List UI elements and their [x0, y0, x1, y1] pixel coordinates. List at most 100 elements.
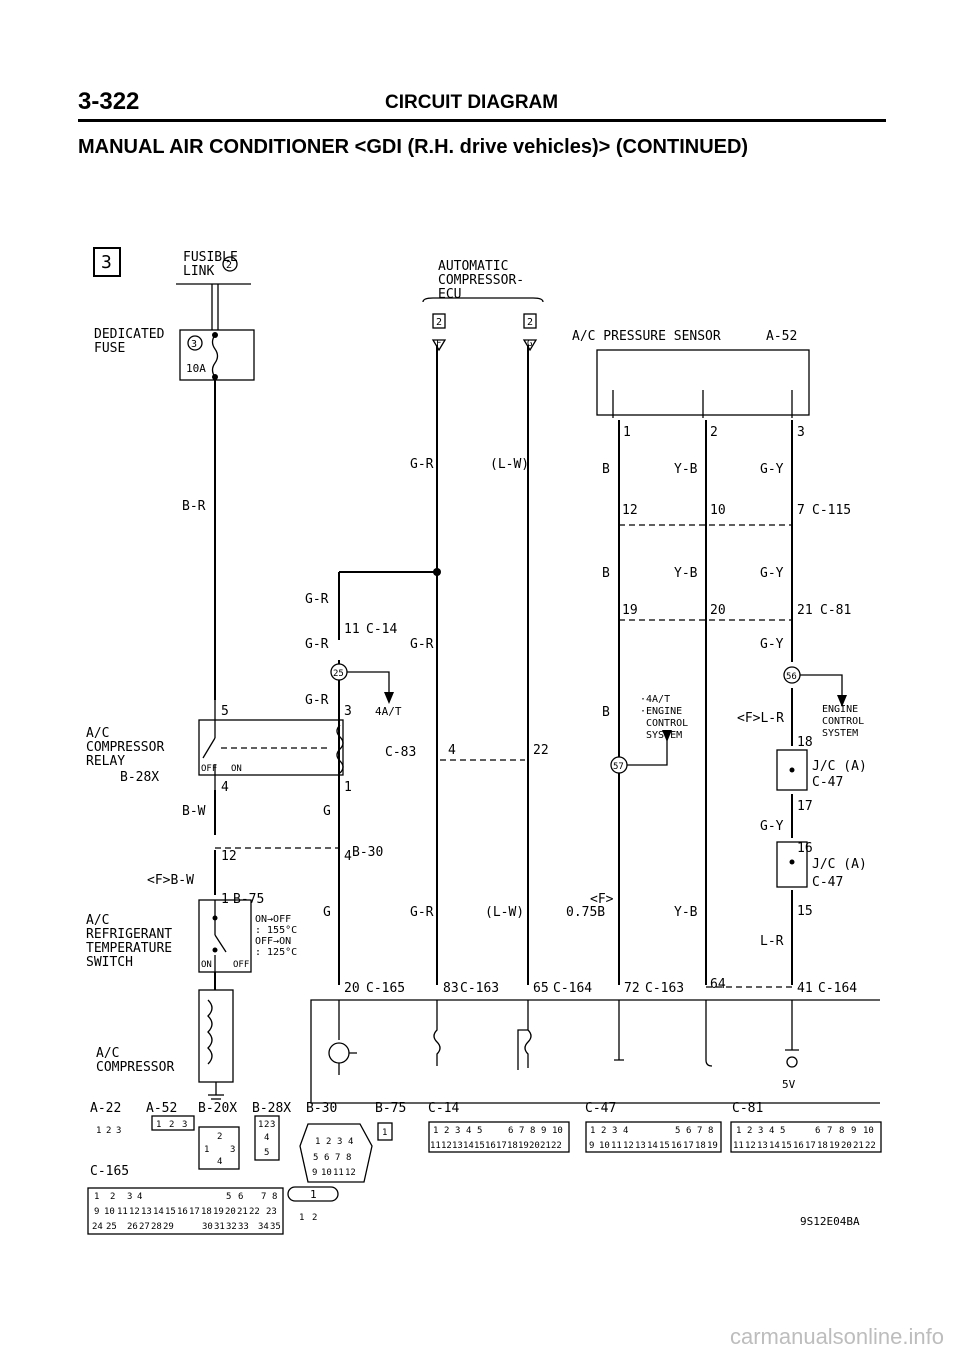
wire-color-f: <F> — [590, 892, 614, 907]
legend-c165-row1: 4 — [137, 1192, 142, 1202]
legend-c165-row3: 25 — [106, 1222, 117, 1232]
legend-b28x: B-28X — [252, 1101, 291, 1116]
pin-41: 41 — [797, 981, 813, 996]
switch-label-1: A/C — [86, 913, 109, 928]
legend-c47-row2: 16 — [671, 1141, 682, 1151]
pin-64: 64 — [710, 977, 726, 992]
relay-on: ON — [231, 764, 242, 774]
compressor-label-2: COMPRESSOR — [96, 1060, 174, 1075]
legend-c165-row3: 29 — [163, 1222, 174, 1232]
legend-b20-pin: 2 — [217, 1132, 222, 1142]
pin-4-relay: 4 — [221, 780, 229, 795]
pin-72: 72 — [624, 981, 640, 996]
legend-c165-row2: 16 — [177, 1207, 188, 1217]
legend-c165-row1: 5 — [226, 1192, 231, 1202]
legend-a22-pin: 1 — [96, 1126, 101, 1136]
legend-b20x: B-20X — [198, 1101, 237, 1116]
pin-18: 18 — [797, 735, 813, 750]
at-label: 4A/T — [375, 705, 402, 718]
legend-c165-row2: 13 — [141, 1207, 152, 1217]
legend-b28-pin: 4 — [264, 1133, 269, 1143]
legend-b20-pin: 1 — [204, 1145, 209, 1155]
header-rule — [78, 119, 886, 122]
legend-c14-row1: 1 — [433, 1126, 438, 1136]
dedicated-fuse-label-1: DEDICATED — [94, 327, 165, 342]
legend-b30-pin: 11 — [333, 1168, 344, 1178]
legend-c47-row1: 4 — [623, 1126, 628, 1136]
sensor-pin-2: 2 — [710, 425, 718, 440]
legend-c81-row1: 10 — [863, 1126, 874, 1136]
legend-b20-pin: 4 — [217, 1157, 222, 1167]
legend-c47-row1: 2 — [601, 1126, 606, 1136]
voltage-label: 5V — [782, 1078, 796, 1091]
pin-3: 3 — [344, 704, 352, 719]
legend-b30: B-30 — [306, 1101, 337, 1116]
pin-1-b75: 1 — [221, 892, 229, 907]
pin-12: 12 — [622, 503, 638, 518]
legend-c165-row1: 8 — [272, 1192, 277, 1202]
legend-b30-pin: 2 — [326, 1137, 331, 1147]
joint-57: 57 — [613, 762, 624, 772]
ecu-label-1: AUTOMATIC — [438, 259, 508, 274]
legend-c81-row1: 1 — [736, 1126, 741, 1136]
legend-a52-pin: 2 — [169, 1120, 174, 1130]
switch-on: ON — [201, 960, 212, 970]
connector-c14: C-14 — [366, 622, 397, 637]
legend-c81-row2: 13 — [757, 1141, 768, 1151]
legend-c165-row2: 22 — [249, 1207, 260, 1217]
legend-c47-row1: 6 — [686, 1126, 691, 1136]
legend-c81-row1: 2 — [747, 1126, 752, 1136]
wire-color-bw: B-W — [182, 804, 206, 819]
legend-c47-row2: 17 — [683, 1141, 694, 1151]
wire-color-gy-3: G-Y — [760, 637, 784, 652]
legend-c14-row2: 18 — [507, 1141, 518, 1151]
fuse-number: 3 — [191, 339, 197, 350]
legend-c165-row3: 30 — [202, 1222, 213, 1232]
wire-color-f075b: 0.75B — [566, 905, 605, 920]
legend-c47-row2: 12 — [623, 1141, 634, 1151]
legend-c14-row2: 15 — [474, 1141, 485, 1151]
switch-label-4: SWITCH — [86, 955, 133, 970]
legend-c47: C-47 — [585, 1101, 616, 1116]
legend-c165-row3: 28 — [151, 1222, 162, 1232]
pin-19: 19 — [622, 603, 638, 618]
legend-c81-row2: 11 — [733, 1141, 744, 1151]
legend-c165-row3: 27 — [139, 1222, 150, 1232]
legend-c14-row1: 2 — [444, 1126, 449, 1136]
legend-b30-pin: 7 — [335, 1153, 340, 1163]
dedicated-fuse-label-2: FUSE — [94, 341, 125, 356]
ecu-pin-right: G — [527, 339, 532, 349]
legend-a22: A-22 — [90, 1101, 121, 1116]
wire-color-lw-2: (L-W) — [485, 905, 524, 920]
jc-label-2: J/C (A) — [812, 857, 867, 872]
legend-c81-row1: 7 — [827, 1126, 832, 1136]
legend-c165-row1: 7 — [261, 1192, 266, 1202]
wire-color-g: G — [323, 804, 331, 819]
legend-c81-row2: 12 — [745, 1141, 756, 1151]
pin-21: 21 — [797, 603, 813, 618]
ecu-label-3: ECU — [438, 287, 461, 302]
legend-c14-row2: 21 — [540, 1141, 551, 1151]
legend-c47-row2: 10 — [599, 1141, 610, 1151]
connector-c83: C-83 — [385, 745, 416, 760]
joint-25: 25 — [333, 669, 344, 679]
legend-b30-pin: 5 — [313, 1153, 318, 1163]
connector-c163-2: C-163 — [645, 981, 684, 996]
legend-c14-row1: 5 — [477, 1126, 482, 1136]
legend-c81-row1: 4 — [769, 1126, 774, 1136]
ecu-label-2: COMPRESSOR- — [438, 273, 524, 288]
legend-c14-row1: 4 — [466, 1126, 471, 1136]
legend-c14-row2: 13 — [452, 1141, 463, 1151]
pin-4: 4 — [448, 743, 456, 758]
pin-16: 16 — [797, 841, 813, 856]
legend-c14-row2: 19 — [518, 1141, 529, 1151]
legend-b28-pin: 3 — [270, 1120, 275, 1130]
connector-b30: B-30 — [352, 845, 383, 860]
legend-b30-pin: 12 — [345, 1168, 356, 1178]
legend-c81-row2: 17 — [805, 1141, 816, 1151]
relay-off: OFF — [201, 764, 217, 774]
legend-c81-row2: 14 — [769, 1141, 780, 1151]
legend-b20-pin: 3 — [230, 1145, 235, 1155]
wire-color-gr-3: G-R — [305, 637, 329, 652]
